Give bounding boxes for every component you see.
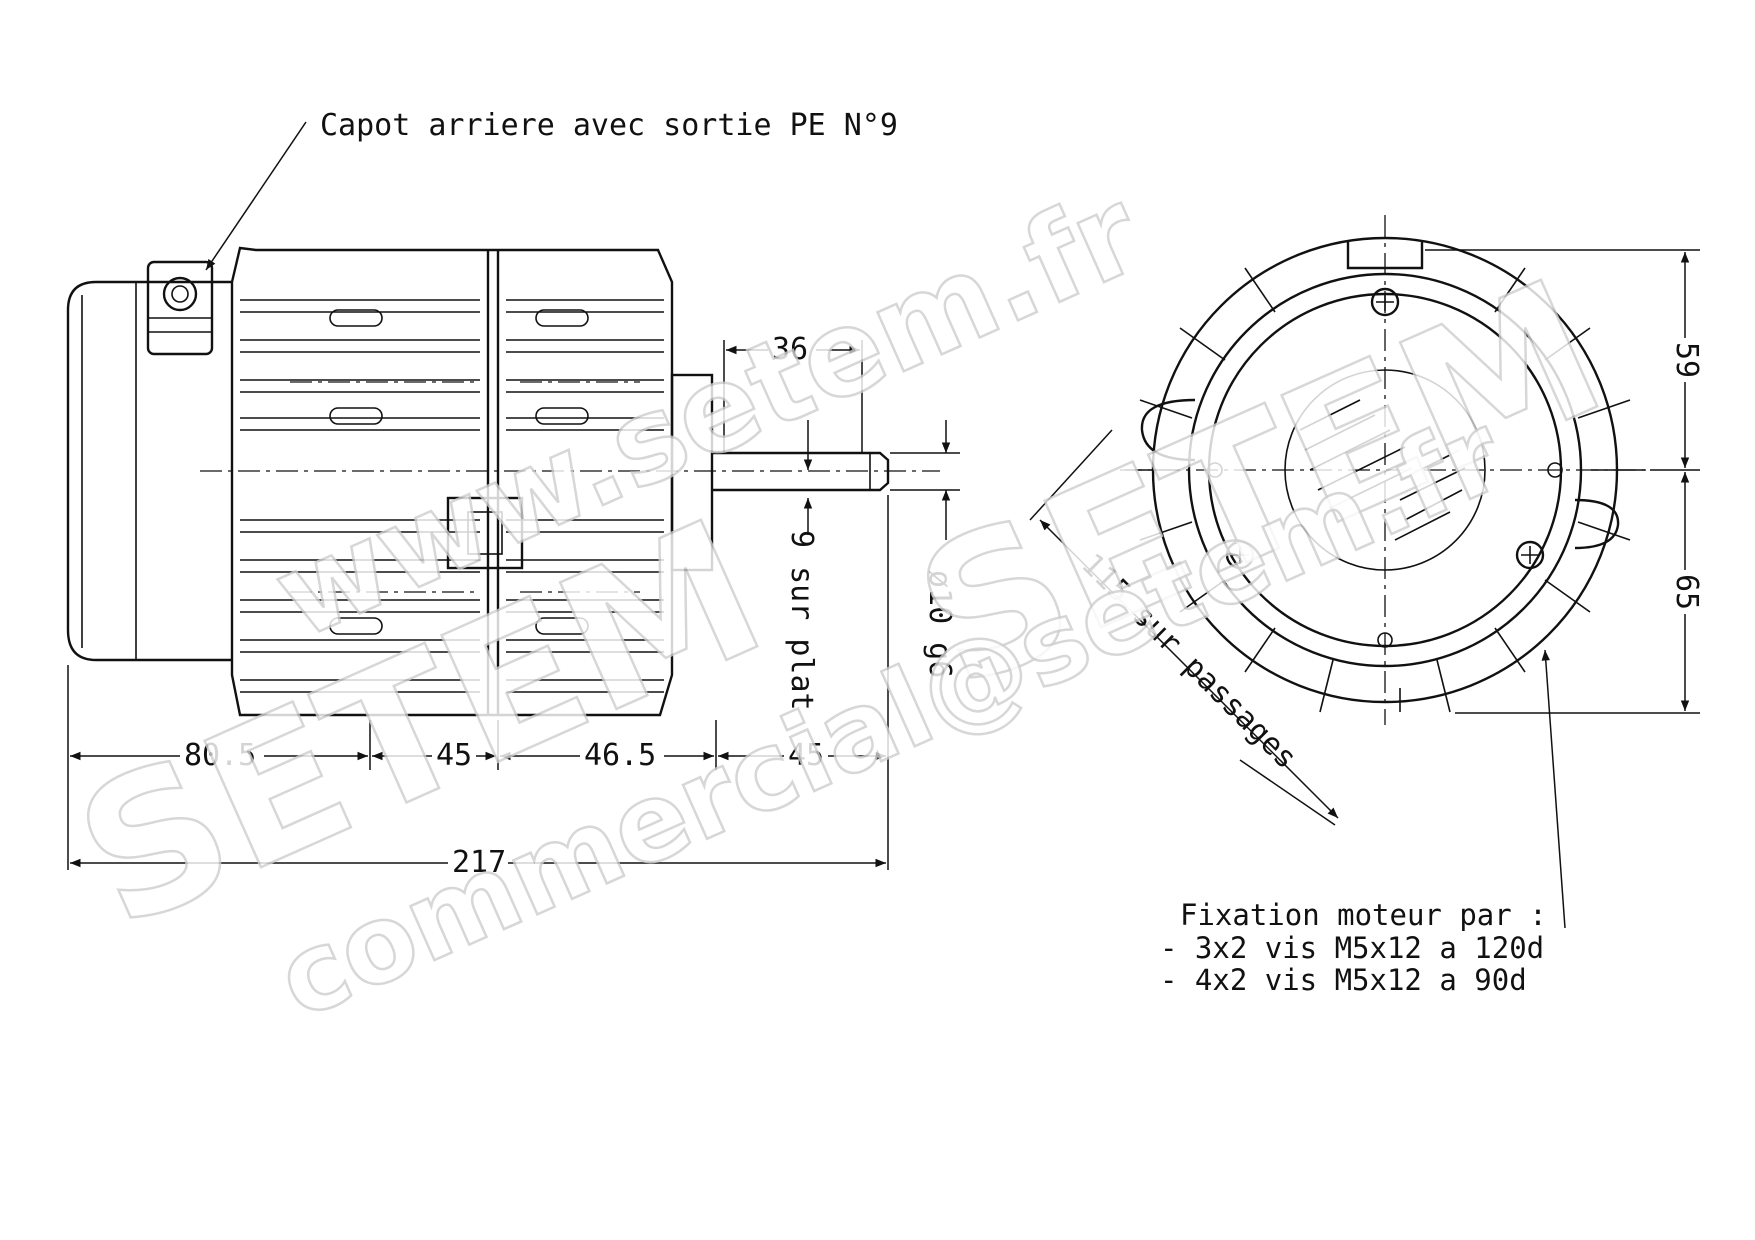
fixing-notes: Fixation moteur par : - 3x2 vis M5x12 a …	[1160, 898, 1547, 997]
front-flange	[670, 373, 714, 572]
fixing-title: Fixation moteur par :	[1180, 898, 1547, 932]
dim-45-a: 45	[436, 738, 472, 773]
fan-grille	[1299, 399, 1466, 541]
dim-65: 65	[1669, 574, 1704, 610]
dim-217: 217	[452, 845, 506, 880]
dim-36: 36	[772, 332, 808, 367]
side-view	[66, 246, 940, 717]
flat-label: 9 sur plat	[784, 530, 819, 711]
cooling-fins	[240, 299, 664, 693]
fixing-line-2: - 4x2 vis M5x12 a 90d	[1160, 963, 1527, 997]
dim-80-5: 80.5	[184, 738, 256, 773]
stator-body	[230, 246, 674, 717]
fixing-line-1: - 3x2 vis M5x12 a 120d	[1160, 931, 1544, 965]
dim-59: 59	[1669, 342, 1704, 378]
dim-46-5: 46.5	[584, 738, 656, 773]
side-dimensions: 36 9 sur plat ø10 g6 80.5 45 46.5 45	[67, 330, 960, 880]
rear-cap	[66, 280, 232, 662]
shaft-diameter-label: ø10 g6	[922, 570, 957, 678]
cable-gland	[146, 260, 214, 356]
rear-cover-label: Capot arriere avec sortie PE N°9	[320, 108, 898, 143]
dim-45-b: 45	[788, 738, 824, 773]
